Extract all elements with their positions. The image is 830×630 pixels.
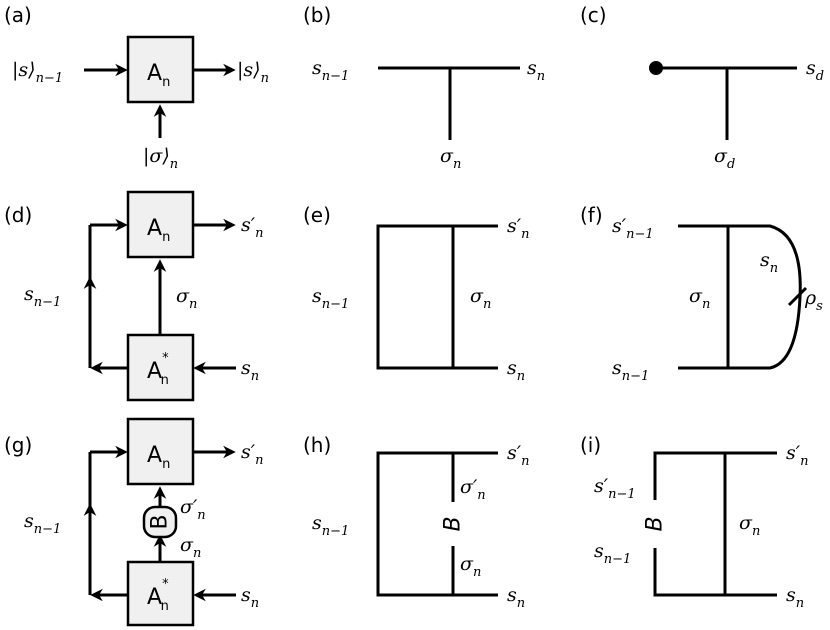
- panel-b-left-label: sn−1: [312, 57, 349, 84]
- panel-g-B-operator: [142, 505, 178, 539]
- panel-h-tag: (h): [303, 433, 331, 457]
- panel-d-box-A-label: An: [147, 216, 170, 245]
- panel-f-tag: (f): [580, 203, 603, 227]
- panel-i-mid-label: σn: [739, 512, 760, 539]
- panel-a-bottom-label: |σ⟩n: [143, 145, 178, 172]
- panel-a-right-label: |s⟩n: [237, 59, 269, 86]
- panel-a-box-A: [126, 35, 195, 104]
- panel-b-tag: (b): [303, 3, 331, 27]
- panel-g-tag: (g): [4, 433, 32, 457]
- panel-e-bottom-right-label: sn: [507, 357, 525, 384]
- panel-f-traced-bond: [678, 224, 802, 370]
- panel-g-left-label: sn−1: [24, 510, 61, 537]
- panel-i-top-right-label: s′n: [786, 442, 808, 469]
- panel-d-in-label: sn: [241, 357, 259, 384]
- panel-h-outer-bond: [376, 451, 498, 597]
- panel-g-B-label: B: [148, 514, 173, 529]
- panel-g-upper-label: σ′n: [180, 496, 206, 523]
- panel-d-tag: (d): [4, 203, 32, 227]
- panel-f-top-left-label: s′n−1: [612, 215, 654, 242]
- panel-h-top-right-label: s′n: [507, 442, 529, 469]
- panel-b: (b) sn−1 sn σn: [303, 3, 545, 172]
- panel-d-mid-label: σn: [176, 285, 197, 312]
- panel-a-left-label: |s⟩n−1: [12, 59, 63, 86]
- panel-g: (g) B An A*n s′n sn sn−1 σ′n σn: [4, 417, 263, 627]
- panel-e-mid-label: σn: [470, 285, 491, 312]
- panel-i: (i) B s′n sn s′n−1 sn−1 σn: [580, 433, 808, 611]
- panel-e-left-label: sn−1: [312, 285, 349, 312]
- panel-i-B-label: B: [643, 516, 668, 531]
- panel-i-tag: (i): [580, 433, 601, 457]
- panel-g-box-Astar: [126, 560, 195, 627]
- panel-b-right-label: sn: [527, 57, 545, 84]
- panel-d-box-Astar-label: A*n: [147, 351, 169, 388]
- panel-c-right-label: sd: [806, 57, 824, 84]
- panel-g-box-A: [126, 417, 195, 486]
- panel-g-in-label: sn: [241, 584, 259, 611]
- panel-e-outer-bond: [376, 224, 498, 370]
- panel-f: (f) s′n−1 sn−1 σn sn ρs: [580, 203, 823, 384]
- panel-f-curve-label: sn: [760, 249, 778, 276]
- panel-i-lower-left-label: sn−1: [594, 540, 631, 567]
- panel-c-bottom-label: σd: [714, 145, 735, 172]
- panel-h: (h) B s′n sn sn−1 σ′n σn: [303, 433, 529, 611]
- panel-i-upper-left-label: s′n−1: [594, 475, 636, 502]
- panel-h-bottom-right-label: sn: [507, 584, 525, 611]
- panel-b-bottom-label: σn: [440, 145, 461, 172]
- panel-h-left-label: sn−1: [312, 512, 349, 539]
- panel-d-left-label: sn−1: [24, 283, 61, 310]
- panel-f-mid-label: σn: [689, 285, 710, 312]
- panel-i-lower-bond: [653, 548, 777, 597]
- panel-d: (d) An A*n s′n sn sn−1 σn: [4, 190, 263, 402]
- panel-i-upper-bond: [653, 451, 777, 500]
- panel-h-lower-label: σn: [460, 553, 481, 580]
- panel-d-out-label: s′n: [241, 214, 263, 241]
- panel-d-box-Astar: [126, 333, 195, 402]
- panel-e-top-right-label: s′n: [507, 215, 529, 242]
- panel-a-tag: (a): [4, 3, 32, 27]
- panel-e-tag: (e): [303, 203, 331, 227]
- panel-f-bottom-left-label: sn−1: [612, 357, 649, 384]
- panel-a-box-label: An: [147, 61, 170, 90]
- panel-g-box-A-label: An: [147, 443, 170, 472]
- panel-d-box-A: [126, 190, 195, 259]
- panel-f-cut-mark: [787, 286, 808, 307]
- panel-i-bottom-right-label: sn: [786, 584, 804, 611]
- panel-f-rho-label: ρs: [804, 287, 823, 314]
- panel-a: (a) An |s⟩n−1 |s⟩n |σ⟩n: [4, 3, 269, 172]
- panel-h-B-label: B: [441, 516, 466, 531]
- panel-h-upper-label: σ′n: [460, 476, 486, 503]
- panel-g-box-Astar-label: A*n: [147, 577, 169, 614]
- panel-e: (e) s′n sn sn−1 σn: [303, 203, 529, 384]
- panel-g-lower-label: σn: [180, 534, 201, 561]
- panel-g-out-label: s′n: [241, 441, 263, 468]
- panel-c: (c) sd σd: [580, 3, 824, 172]
- panel-c-tag: (c): [580, 3, 607, 27]
